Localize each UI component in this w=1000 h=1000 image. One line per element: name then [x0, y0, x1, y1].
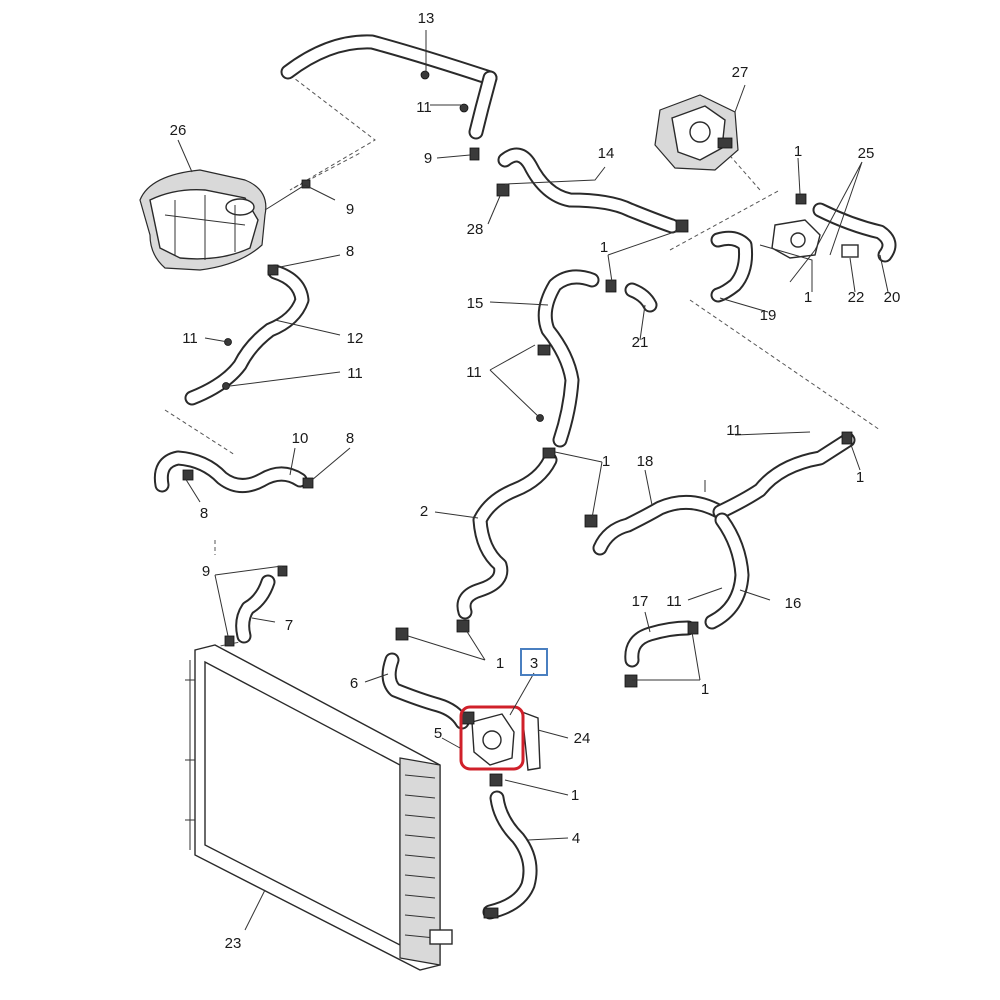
connector-25 [771, 193, 821, 259]
hose-18 [584, 494, 728, 556]
part-24-bracket [521, 710, 541, 771]
hose-19 [710, 230, 753, 303]
callout-7: 7 [285, 617, 293, 634]
callout-13: 13 [418, 10, 435, 27]
hose-17 [624, 620, 699, 688]
hose-15 [536, 269, 600, 448]
callout-1: 1 [600, 239, 608, 256]
callout-11: 11 [347, 365, 363, 382]
callout-27: 27 [732, 64, 749, 81]
callout-21: 21 [632, 334, 649, 351]
callout-1: 1 [794, 143, 802, 160]
callout-8: 8 [200, 505, 208, 522]
callout-1: 1 [701, 681, 709, 698]
hose-10 [153, 450, 314, 493]
hose-13 [280, 34, 498, 161]
callout-9: 9 [346, 201, 354, 218]
callout-1: 1 [804, 289, 812, 306]
callout-11: 11 [726, 422, 742, 439]
hose-20 [812, 202, 897, 263]
hose-7 [224, 565, 288, 647]
callout-16: 16 [785, 595, 802, 612]
callout-3: 3 [530, 655, 538, 672]
callout-1: 1 [856, 469, 864, 486]
callout-11: 11 [182, 330, 198, 347]
callout-28: 28 [467, 221, 484, 238]
callout-12: 12 [347, 330, 364, 347]
leader-lines [177, 30, 889, 931]
hose-14 [496, 147, 689, 234]
expansion-tank-26 [139, 169, 311, 271]
part-22 [841, 244, 859, 258]
callout-9: 9 [424, 150, 432, 167]
callout-14: 14 [598, 145, 615, 162]
callout-15: 15 [467, 295, 484, 312]
callout-4: 4 [572, 830, 580, 847]
hose-21 [605, 279, 658, 313]
hose-16 [704, 431, 856, 630]
callout-1: 1 [571, 787, 579, 804]
thermostat-housing-27 [654, 94, 739, 171]
callout-11: 11 [466, 364, 482, 381]
callout-10: 10 [292, 430, 309, 447]
callout-20: 20 [884, 289, 901, 306]
callout-labels: 13 11 9 26 9 8 11 12 11 10 8 8 9 7 27 14… [170, 10, 901, 952]
callout-19: 19 [760, 307, 777, 324]
callout-11: 11 [666, 593, 682, 610]
callout-8: 8 [346, 430, 354, 447]
callout-11: 11 [416, 99, 432, 116]
callout-8: 8 [346, 243, 354, 260]
hose-12 [184, 264, 310, 406]
callout-17: 17 [632, 593, 649, 610]
callout-1: 1 [496, 655, 504, 672]
part-3-outlet [461, 711, 515, 766]
callout-24: 24 [574, 730, 591, 747]
callout-5: 5 [434, 725, 442, 742]
callout-23: 23 [225, 935, 242, 952]
callout-25: 25 [858, 145, 875, 162]
hose-6 [381, 627, 470, 730]
radiator-23 [185, 644, 453, 971]
callout-9: 9 [202, 563, 210, 580]
callout-3-box [520, 648, 548, 676]
hose-2 [456, 447, 558, 633]
callout-22: 22 [848, 289, 865, 306]
callout-1: 1 [602, 453, 610, 470]
callout-18: 18 [637, 453, 654, 470]
callout-6: 6 [350, 675, 358, 692]
part-3-highlight-ring [459, 705, 525, 771]
callout-26: 26 [170, 122, 187, 139]
callout-2: 2 [420, 503, 428, 520]
hose-4 [482, 773, 538, 920]
